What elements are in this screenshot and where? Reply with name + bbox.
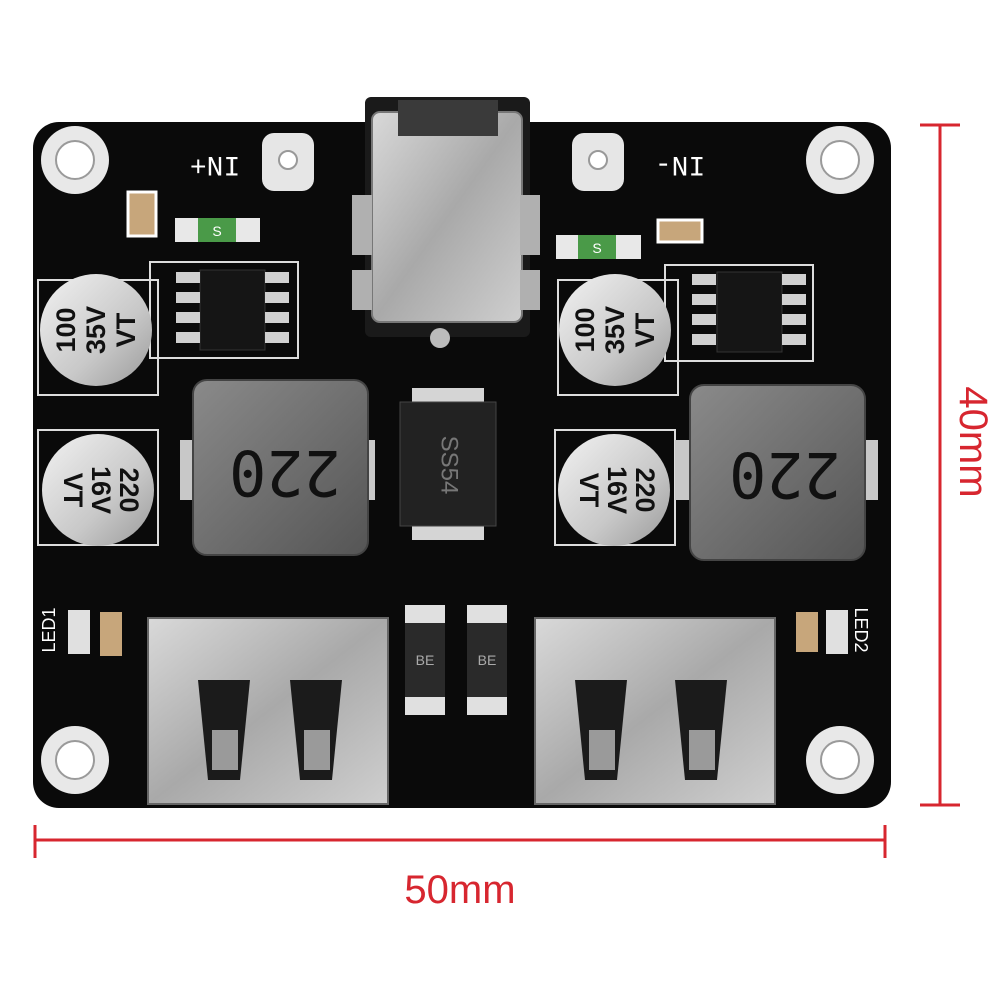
smd-resistor	[656, 218, 704, 244]
inductor-right: 220	[675, 384, 878, 561]
fuse-right: S	[556, 235, 641, 259]
led-1	[68, 610, 90, 654]
silkscreen-in-positive: IN+	[190, 148, 240, 179]
usb-a-port-left	[147, 617, 389, 805]
diode-be-left: BE	[405, 605, 445, 715]
svg-text:SS54: SS54	[436, 436, 463, 495]
mounting-hole-top-right	[806, 126, 874, 194]
ic-chip-left	[149, 261, 299, 359]
svg-text:BE: BE	[478, 652, 497, 668]
dimension-line-width	[33, 825, 887, 858]
mounting-hole-bottom-right	[806, 726, 874, 794]
smd-resistor	[796, 612, 818, 652]
capacitor-right-top: 100 35V VT	[557, 274, 679, 396]
svg-text:VT: VT	[574, 473, 604, 508]
mounting-hole-bottom-left	[41, 726, 109, 794]
svg-text:S: S	[212, 223, 221, 239]
fuse-left: S	[175, 218, 260, 242]
smd-resistor	[126, 190, 158, 238]
svg-text:220: 220	[229, 436, 341, 509]
svg-text:BE: BE	[416, 652, 435, 668]
input-pad-negative	[572, 133, 624, 191]
usb-a-port-right	[534, 617, 776, 805]
ic-chip-right	[664, 264, 814, 362]
silkscreen-in-negative: IN-	[655, 148, 705, 179]
smd-resistor	[100, 612, 122, 656]
diode-be-right: BE	[467, 605, 507, 715]
svg-text:VT: VT	[58, 473, 88, 508]
capacitor-left-bottom: 220 16V VT	[37, 429, 159, 546]
svg-text:VT: VT	[111, 312, 141, 347]
diode-ss54: SS54	[399, 388, 497, 540]
svg-text:35V: 35V	[81, 306, 111, 354]
silkscreen-led1: LED1	[39, 607, 59, 652]
capacitor-left-top: 100 35V VT	[37, 274, 159, 396]
dimension-line-height	[920, 123, 960, 807]
svg-text:100: 100	[51, 307, 81, 352]
led-2	[826, 610, 848, 654]
svg-text:16V: 16V	[86, 466, 116, 514]
svg-text:S: S	[592, 240, 601, 256]
input-pad-positive	[262, 133, 314, 191]
svg-text:100: 100	[570, 307, 600, 352]
capacitor-right-bottom: 220 16V VT	[554, 429, 676, 546]
svg-text:220: 220	[114, 467, 144, 512]
svg-text:220: 220	[630, 467, 660, 512]
svg-text:220: 220	[729, 438, 841, 511]
mounting-hole-top-left	[41, 126, 109, 194]
svg-text:VT: VT	[630, 312, 660, 347]
silkscreen-led2: LED2	[851, 607, 871, 652]
svg-text:16V: 16V	[602, 466, 632, 514]
usb-c-input-connector	[352, 97, 540, 348]
dimension-width-label: 50mm	[404, 868, 516, 912]
dimension-height-label: 40mm	[951, 386, 995, 498]
svg-text:35V: 35V	[600, 306, 630, 354]
inductor-left: 220	[180, 379, 375, 556]
